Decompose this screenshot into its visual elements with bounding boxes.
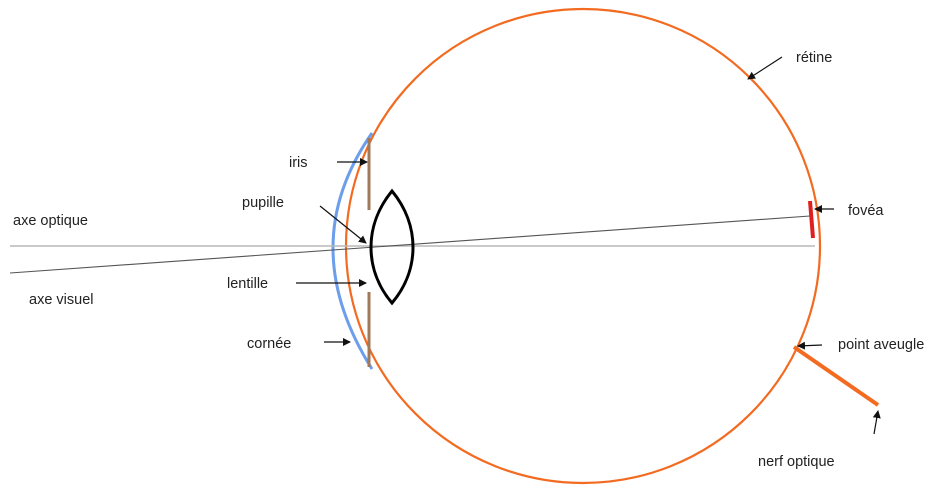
label-retine: rétine [796, 50, 832, 66]
label-iris: iris [289, 155, 308, 171]
label-point-aveugle: point aveugle [838, 337, 924, 353]
lens [369, 188, 415, 306]
label-fovea: fovéa [848, 203, 884, 219]
pupille-arrow [319, 205, 367, 244]
fovea-mark [808, 200, 815, 239]
nerf-optique-arrow [872, 410, 881, 435]
label-axe-visuel: axe visuel [29, 292, 93, 308]
label-nerf-optique: nerf optique [758, 454, 835, 470]
label-lentille: lentille [227, 276, 268, 292]
visual-axis-line [9, 215, 811, 274]
label-pupille: pupille [242, 195, 284, 211]
retine-arrow [747, 56, 783, 80]
optic-nerve [792, 345, 880, 407]
point-aveugle-arrow [797, 341, 823, 350]
label-cornee: cornée [247, 336, 291, 352]
label-axe-optique: axe optique [13, 213, 88, 229]
cornea [331, 132, 374, 370]
